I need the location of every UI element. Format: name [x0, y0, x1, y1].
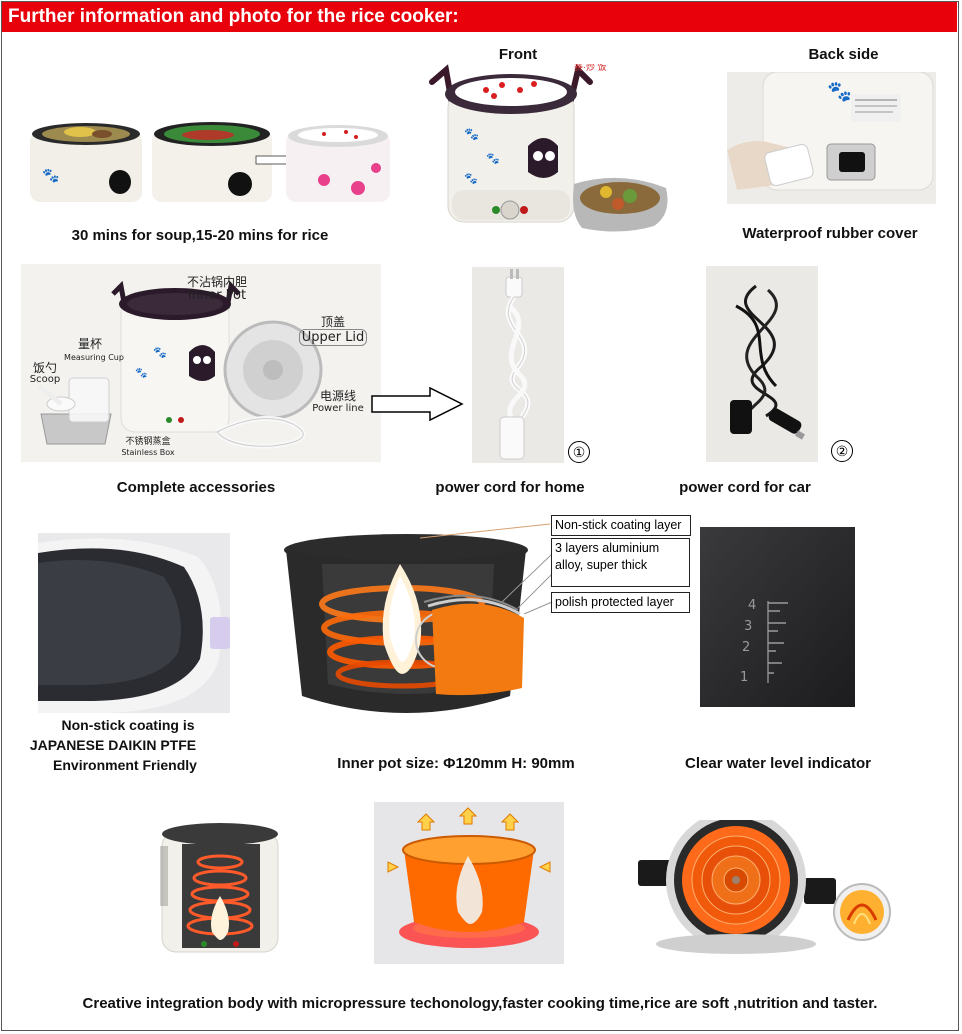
svg-text:🐾: 🐾 — [42, 167, 59, 184]
rubber-cover-caption: Waterproof rubber cover — [742, 225, 918, 242]
non-stick-pot-photo — [38, 533, 230, 713]
home-cord-caption: power cord for home — [435, 479, 585, 496]
accessories-photo: 🐾 🐾 不沾锅内胆 Inner Pot 顶盖 Upper Lid 量杯 Meas… — [21, 264, 381, 462]
layer1-callout: Non-stick coating layer — [551, 515, 691, 536]
front-label: Front — [498, 46, 538, 63]
coating-caption-line1: Non-stick coating is — [61, 717, 195, 733]
back-side-label: Back side — [808, 46, 879, 63]
layer2-line-b: alloy, super thick — [555, 558, 648, 572]
svg-text:🐾: 🐾 — [464, 127, 479, 141]
power-line-en: Power line — [312, 403, 364, 414]
inner-pot-layers-diagram — [282, 524, 534, 724]
layer3-callout: polish protected layer — [551, 592, 690, 613]
water-level-caption: Clear water level indicator — [685, 755, 871, 772]
top-view-heating-plate-photo — [634, 820, 894, 958]
svg-text:🐾: 🐾 — [153, 347, 167, 359]
svg-text:🐾: 🐾 — [827, 81, 852, 103]
front-cooker-photo: 🐾 🐾 🐾 赛·炒 饭 — [424, 64, 672, 242]
heat-flow-pot-photo — [374, 802, 564, 964]
stainless-box-en: Stainless Box — [121, 448, 175, 457]
footer-caption: Creative integration body with micropres… — [82, 995, 878, 1012]
svg-text:🐾: 🐾 — [464, 173, 478, 185]
measuring-cup-en: Measuring Cup — [64, 353, 124, 362]
car-cord-caption: power cord for car — [679, 479, 811, 496]
svg-text:🐾: 🐾 — [486, 153, 500, 165]
header-banner: Further information and photo for the ri… — [2, 2, 957, 32]
scale-mark-1: 1 — [740, 670, 748, 685]
back-side-photo: 🐾 — [727, 72, 936, 204]
svg-text:赛·炒 饭: 赛·炒 饭 — [574, 64, 607, 72]
three-cookers-photo: 🐾 — [24, 118, 392, 202]
heating-cooker-photo — [160, 822, 280, 956]
layer2-line-a: 3 layers aluminium — [555, 541, 660, 555]
scale-mark-2: 2 — [742, 640, 750, 655]
cord-number-two: ② — [831, 440, 853, 462]
layer2-callout: 3 layers aluminium alloy, super thick — [551, 538, 690, 587]
upper-lid-en: Upper Lid — [299, 329, 367, 346]
callout-leader-lines — [420, 523, 553, 615]
svg-text:🐾: 🐾 — [135, 367, 147, 379]
inner-pot-cn: 不沾锅内胆 — [186, 275, 247, 289]
scoop-cn: 饭勺 — [32, 361, 57, 375]
coating-caption-line2: JAPANESE DAIKIN PTFE — [29, 737, 197, 753]
inner-pot-en: Inner Pot — [187, 288, 247, 303]
right-arrow-icon — [371, 386, 464, 422]
car-power-cord-photo — [706, 266, 818, 462]
scale-mark-4: 4 — [748, 598, 756, 613]
home-power-cord-photo — [472, 267, 564, 463]
measuring-cup-cn: 量杯 — [77, 337, 102, 351]
scoop-en: Scoop — [29, 374, 61, 385]
power-line-cn: 电源线 — [319, 389, 356, 403]
accessories-caption: Complete accessories — [116, 479, 276, 496]
scale-mark-3: 3 — [744, 619, 752, 634]
pot-size-caption: Inner pot size: Φ120mm H: 90mm — [337, 755, 575, 772]
cooking-time-caption: 30 mins for soup,15-20 mins for rice — [71, 227, 329, 244]
stainless-box-cn: 不锈钢蒸盒 — [125, 437, 171, 447]
upper-lid-cn: 顶盖 — [320, 315, 345, 329]
water-level-photo: 4 3 2 1 — [700, 527, 855, 707]
cord-number-one: ① — [568, 441, 590, 463]
coating-caption-line3: Environment Friendly — [53, 757, 197, 773]
